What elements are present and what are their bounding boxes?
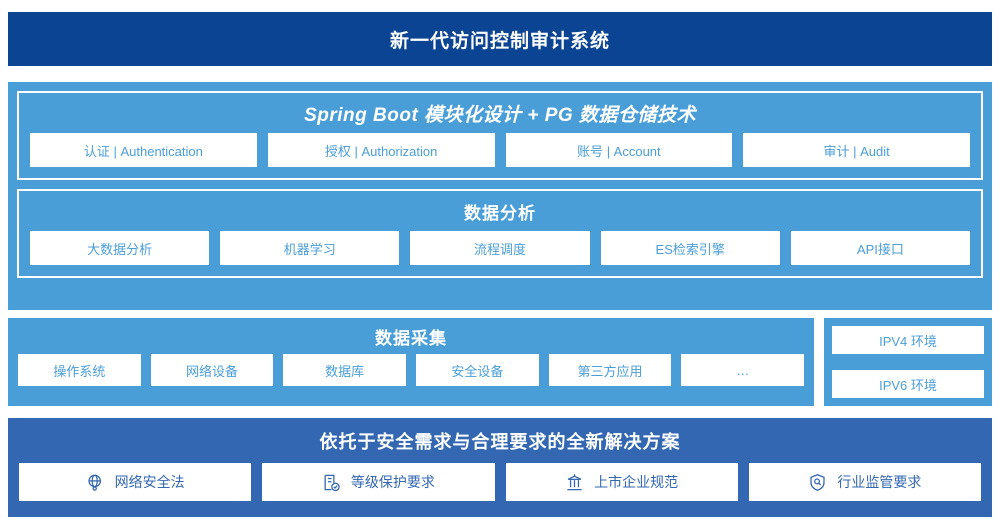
environment-panel: IPV4 环境 IPV6 环境 [824, 318, 992, 406]
chip-cybersecurity-law[interactable]: 网络安全法 [19, 463, 252, 501]
chip-label: 上市企业规范 [594, 474, 679, 490]
page-title-bar: 新一代访问控制审计系统 [8, 12, 992, 66]
chip-ipv6-environment[interactable]: IPV6 环境 [832, 370, 984, 398]
chip-label: 等级保护要求 [350, 474, 435, 490]
chip-process-scheduling[interactable]: 流程调度 [410, 231, 590, 265]
chip-more-ellipsis[interactable]: … [681, 354, 805, 386]
chip-es-search-engine[interactable]: ES检索引擎 [600, 231, 780, 265]
chip-api-interface[interactable]: API接口 [790, 231, 971, 265]
chip-label: 行业监管要求 [837, 474, 922, 490]
document-check-icon [322, 473, 341, 492]
data-analysis-heading: 数据分析 [464, 203, 536, 223]
page-title: 新一代访问控制审计系统 [389, 30, 610, 52]
chip-industry-regulation[interactable]: 行业监管要求 [748, 463, 981, 501]
platform-block-springboot: Spring Boot 模块化设计 + PG 数据仓储技术 认证 | Authe… [17, 91, 983, 180]
data-analysis-chip-row: 大数据分析 机器学习 流程调度 ES检索引擎 API接口 [19, 231, 981, 276]
chip-classified-protection[interactable]: 等级保护要求 [262, 463, 495, 501]
solution-chip-row: 网络安全法 等级保护要求 [8, 463, 992, 512]
chip-database[interactable]: 数据库 [283, 354, 407, 386]
platform-block-data-analysis: 数据分析 大数据分析 机器学习 流程调度 ES检索引擎 API接口 [17, 189, 983, 278]
data-collection-chip-row: 操作系统 网络设备 数据库 安全设备 第三方应用 … [8, 354, 814, 396]
chip-audit[interactable]: 审计 | Audit [743, 133, 970, 167]
bank-building-icon [565, 473, 584, 492]
shield-search-icon [808, 473, 827, 492]
chip-machine-learning[interactable]: 机器学习 [220, 231, 400, 265]
globe-icon [86, 473, 105, 492]
chip-operating-system[interactable]: 操作系统 [18, 354, 141, 386]
chip-authorization[interactable]: 授权 | Authorization [267, 133, 495, 167]
chip-authentication[interactable]: 认证 | Authentication [30, 133, 257, 167]
chip-big-data-analysis[interactable]: 大数据分析 [30, 231, 210, 265]
chip-listed-company-standard[interactable]: 上市企业规范 [505, 463, 738, 501]
solution-heading: 依托于安全需求与合理要求的全新解决方案 [319, 431, 681, 452]
chip-label: 网络安全法 [114, 474, 185, 490]
solution-panel: 依托于安全需求与合理要求的全新解决方案 网络安全法 [8, 418, 992, 517]
chip-account[interactable]: 账号 | Account [505, 133, 733, 167]
data-collection-row: 数据采集 操作系统 网络设备 数据库 安全设备 第三方应用 … IPV4 环境 … [8, 318, 992, 406]
data-collection-heading: 数据采集 [375, 328, 447, 348]
chip-third-party-app[interactable]: 第三方应用 [548, 354, 672, 386]
chip-ipv4-environment[interactable]: IPV4 环境 [832, 326, 984, 354]
data-collection-panel: 数据采集 操作系统 网络设备 数据库 安全设备 第三方应用 … [8, 318, 814, 406]
chip-network-device[interactable]: 网络设备 [150, 354, 274, 386]
springboot-heading: Spring Boot 模块化设计 + PG 数据仓储技术 [304, 104, 696, 126]
springboot-chip-row: 认证 | Authentication 授权 | Authorization 账… [19, 133, 981, 178]
platform-panel: Spring Boot 模块化设计 + PG 数据仓储技术 认证 | Authe… [8, 82, 992, 310]
chip-security-device[interactable]: 安全设备 [416, 354, 539, 386]
